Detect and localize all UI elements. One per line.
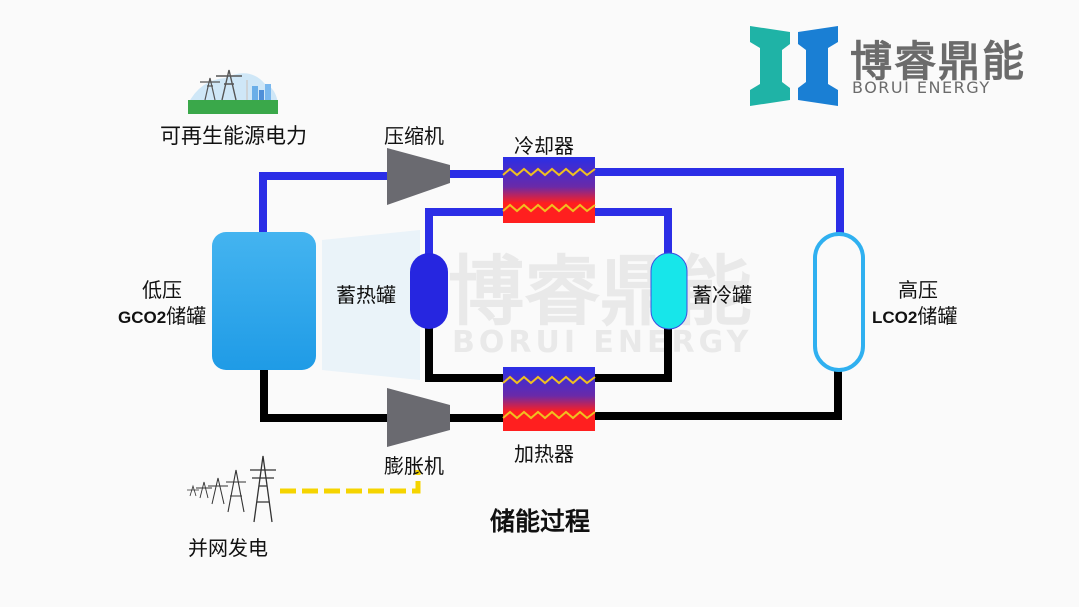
low-tank-label-line2: GCO2储罐 bbox=[118, 300, 206, 329]
watermark-en: BORUI ENERGY bbox=[452, 325, 752, 360]
cooler-zigzag-top bbox=[502, 167, 596, 177]
heat-storage-tank[interactable] bbox=[410, 253, 448, 329]
brand-name-en: BORUI ENERGY bbox=[852, 78, 991, 97]
grid-label: 并网发电 bbox=[188, 536, 268, 560]
high-tank-label-line2: LCO2储罐 bbox=[872, 300, 957, 329]
pipe-cooler-to-coldstorage bbox=[595, 208, 672, 256]
heat-storage-label: 蓄热罐 bbox=[336, 283, 396, 307]
pipe-lowtank-to-compressor bbox=[259, 172, 390, 237]
watermark-cn: 博睿鼎能 bbox=[448, 247, 752, 336]
pipe-heater-to-heatstorage bbox=[425, 326, 505, 382]
renewable-power-scene-icon bbox=[188, 69, 278, 114]
transmission-towers-icon bbox=[187, 455, 276, 523]
grid-signal-line bbox=[280, 470, 421, 494]
logo-right-shape bbox=[798, 26, 838, 106]
heater-zigzag-bottom bbox=[502, 410, 596, 420]
heater-zigzag-top bbox=[502, 375, 596, 385]
pipe-coldstorage-to-heater bbox=[595, 326, 672, 382]
high-tank-code: LCO2 bbox=[872, 308, 918, 327]
low-tank-label-line1: 低压 bbox=[142, 278, 182, 302]
pipe-heatstorage-to-cooler bbox=[425, 208, 505, 256]
high-tank-label-line1: 高压 bbox=[898, 278, 938, 302]
high-tank-text: 储罐 bbox=[917, 304, 958, 328]
low-tank-code: GCO2 bbox=[118, 308, 167, 327]
renewable-label: 可再生能源电力 bbox=[160, 124, 307, 148]
cold-storage-label: 蓄冷罐 bbox=[692, 283, 752, 307]
process-title: 储能过程 bbox=[490, 507, 591, 536]
pipe-expander-to-lowtank bbox=[260, 368, 390, 422]
brand-name-cn: 博睿鼎能 bbox=[850, 37, 1027, 86]
compressor-icon[interactable] bbox=[387, 148, 450, 205]
logo-left-shape bbox=[750, 26, 790, 106]
heater-icon[interactable] bbox=[502, 367, 596, 431]
cold-storage-tank[interactable] bbox=[650, 252, 688, 330]
expander-label: 膨胀机 bbox=[384, 454, 444, 478]
brand-logo bbox=[750, 26, 840, 106]
cooler-label: 冷却器 bbox=[514, 134, 574, 158]
pipe-hightank-to-heater bbox=[595, 370, 842, 420]
high-pressure-tank[interactable] bbox=[813, 232, 865, 372]
cooler-icon[interactable] bbox=[502, 157, 596, 223]
low-tank-text: 储罐 bbox=[166, 304, 207, 328]
low-pressure-tank[interactable] bbox=[212, 232, 316, 370]
pipe-cooler-to-hightank bbox=[595, 168, 844, 236]
compressor-label: 压缩机 bbox=[384, 124, 444, 148]
heater-label: 加热器 bbox=[514, 442, 574, 466]
cooler-zigzag-bottom bbox=[502, 203, 596, 213]
expander-icon[interactable] bbox=[387, 388, 450, 447]
watermark-logo-shape bbox=[322, 230, 420, 380]
